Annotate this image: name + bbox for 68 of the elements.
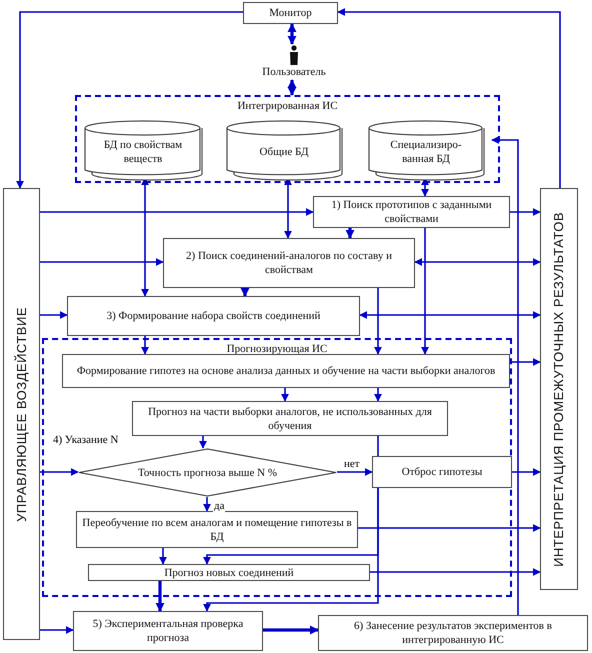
arrow	[512, 468, 541, 476]
node-label: Общие БД	[258, 145, 310, 159]
process-box	[67, 296, 360, 336]
arrow	[359, 311, 541, 319]
node-label: Переобучение по всем аналогам и помещение гипотезы в БД	[81, 516, 353, 544]
process-box	[73, 611, 263, 651]
node-label: Специализиро- ванная БД	[389, 138, 463, 166]
arrow	[370, 568, 541, 576]
arrow	[40, 258, 164, 266]
node-label: ИНТЕРПРЕТАЦИЯ ПРОМЕЖУТОЧНЫХ РЕЗУЛЬТАТОВ	[550, 212, 567, 566]
arrow	[337, 8, 561, 188]
arrow	[263, 626, 319, 634]
process-box	[62, 354, 510, 388]
arrow	[281, 388, 289, 402]
process-box	[163, 238, 415, 288]
arrow	[491, 136, 519, 615]
node-label: Монитор	[268, 6, 313, 20]
process-box	[76, 511, 358, 548]
process-box	[88, 564, 370, 581]
group-title: Прогнозирующая ИС	[226, 342, 328, 356]
decision-node	[78, 448, 337, 497]
arrow	[40, 626, 74, 634]
arrow	[346, 228, 354, 239]
arrow	[374, 288, 382, 355]
arrow	[510, 208, 541, 216]
process-box	[132, 401, 448, 436]
arrow	[288, 79, 296, 96]
side-panel	[3, 188, 40, 640]
arrow	[40, 208, 314, 216]
node-label: Формирование гипотез на основе анализа данных и обучение на части выборки аналогов	[76, 364, 496, 378]
node-label: 6) Занесение результатов экспериментов в интегрированную ИС	[353, 619, 553, 647]
node-label: УПРАВЛЯЮЩЕЕ ВОЗДЕЙСТВИЕ	[12, 306, 30, 522]
node-label: 5) Экспериментальная проверка прогноза	[92, 617, 244, 645]
node-label: Прогноз новых соединений	[163, 566, 295, 580]
node-label: Точность прогноза выше N %	[136, 466, 278, 480]
arrow	[203, 497, 211, 512]
node-label: Прогноз на части выборки аналогов, не использованных для обучения	[147, 404, 433, 432]
arrow	[421, 228, 429, 355]
node-label: 2) Поиск соединений-аналогов по составу и свойствам	[185, 249, 393, 277]
arrow	[40, 311, 68, 319]
node-label: Отброс гипотезы	[400, 465, 484, 479]
arrow	[40, 468, 79, 476]
system-group	[42, 338, 512, 597]
arrow	[510, 358, 541, 366]
arrow	[16, 11, 243, 189]
node-label: 1) Поиск прототипов с заданными свойствами	[330, 198, 493, 226]
edge-label: 4) Указание N	[52, 434, 120, 446]
process-box	[313, 196, 510, 228]
arrow	[199, 436, 207, 449]
process-box	[243, 2, 338, 24]
system-group	[75, 95, 500, 183]
arrow	[141, 336, 149, 355]
node-label: 3) Формирование набора свойств соединений	[106, 309, 322, 323]
arrow	[414, 258, 541, 266]
process-box	[318, 615, 588, 651]
node-label: Пользователь	[261, 65, 327, 79]
process-box	[372, 456, 512, 488]
arrow	[288, 23, 296, 45]
arrow	[203, 488, 379, 612]
arrow	[156, 581, 164, 612]
side-panel	[540, 188, 578, 590]
arrow	[159, 548, 167, 565]
arrow	[240, 288, 250, 297]
arrow	[358, 524, 541, 532]
group-title: Интегрированная ИС	[236, 99, 339, 113]
arrow	[337, 468, 373, 476]
node-label: БД по свойствам веществ	[102, 138, 184, 166]
arrow	[374, 388, 382, 402]
